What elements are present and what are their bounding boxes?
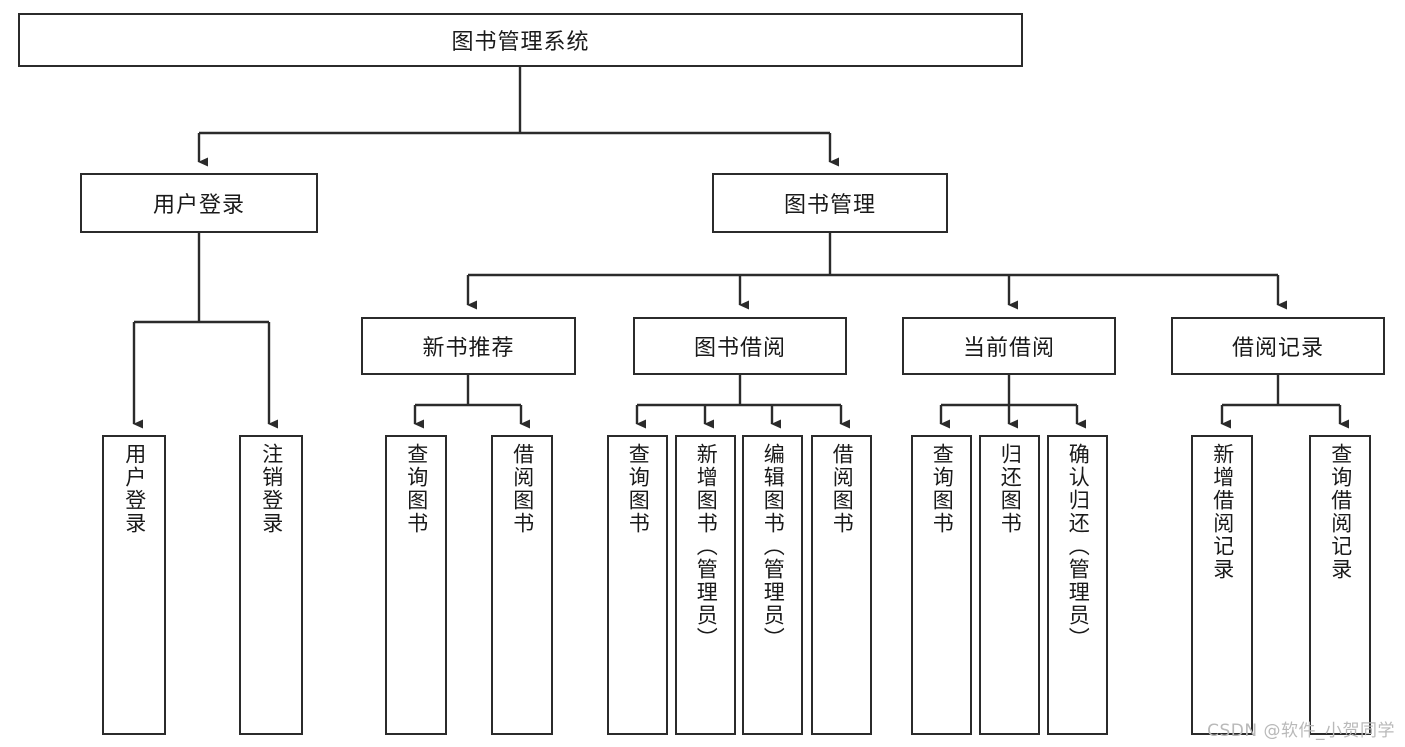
node-leaf-borrow-book-1-label: 借阅图书 bbox=[510, 443, 535, 535]
node-leaf-confirm-return[interactable]: 确认归还（管理员） bbox=[1047, 435, 1108, 735]
node-current-borrow[interactable]: 当前借阅 bbox=[902, 317, 1116, 375]
node-leaf-user-login[interactable]: 用户登录 bbox=[102, 435, 166, 735]
node-leaf-query-record-label: 查询借阅记录 bbox=[1328, 443, 1353, 581]
node-leaf-query-record[interactable]: 查询借阅记录 bbox=[1309, 435, 1371, 735]
node-leaf-add-record-label: 新增借阅记录 bbox=[1210, 443, 1235, 581]
node-leaf-query-book-2-label: 查询图书 bbox=[626, 443, 651, 535]
node-leaf-borrow-book-2-label: 借阅图书 bbox=[830, 443, 855, 535]
node-current-borrow-label: 当前借阅 bbox=[962, 336, 1055, 361]
node-leaf-query-book-3-label: 查询图书 bbox=[930, 443, 955, 535]
node-leaf-add-book-label: 新增图书（管理员） bbox=[694, 443, 719, 650]
node-new-book-recommend-label: 新书推荐 bbox=[422, 336, 515, 361]
node-leaf-query-book-3[interactable]: 查询图书 bbox=[911, 435, 972, 735]
node-leaf-query-book-1[interactable]: 查询图书 bbox=[385, 435, 447, 735]
node-book-management-label: 图书管理 bbox=[783, 193, 876, 218]
node-leaf-logout-login[interactable]: 注销登录 bbox=[239, 435, 303, 735]
node-leaf-edit-book[interactable]: 编辑图书（管理员） bbox=[742, 435, 803, 735]
node-user-login[interactable]: 用户登录 bbox=[80, 173, 318, 233]
node-book-borrow-label: 图书借阅 bbox=[693, 336, 786, 361]
node-root[interactable]: 图书管理系统 bbox=[18, 13, 1023, 67]
node-leaf-borrow-book-1[interactable]: 借阅图书 bbox=[491, 435, 553, 735]
node-leaf-confirm-return-label: 确认归还（管理员） bbox=[1066, 443, 1091, 650]
node-leaf-user-login-label: 用户登录 bbox=[122, 443, 147, 535]
node-leaf-return-book[interactable]: 归还图书 bbox=[979, 435, 1040, 735]
node-book-borrow[interactable]: 图书借阅 bbox=[633, 317, 847, 375]
node-borrow-record-label: 借阅记录 bbox=[1231, 336, 1324, 361]
node-leaf-add-record[interactable]: 新增借阅记录 bbox=[1191, 435, 1253, 735]
node-user-login-label: 用户登录 bbox=[152, 193, 245, 218]
node-leaf-add-book[interactable]: 新增图书（管理员） bbox=[675, 435, 736, 735]
csdn-watermark: CSDN @软件_小贺同学 bbox=[1207, 721, 1395, 741]
node-new-book-recommend[interactable]: 新书推荐 bbox=[361, 317, 576, 375]
node-leaf-return-book-label: 归还图书 bbox=[998, 443, 1023, 535]
node-leaf-logout-login-label: 注销登录 bbox=[259, 443, 284, 535]
node-root-label: 图书管理系统 bbox=[451, 30, 590, 55]
node-book-management[interactable]: 图书管理 bbox=[712, 173, 948, 233]
node-borrow-record[interactable]: 借阅记录 bbox=[1171, 317, 1385, 375]
node-leaf-borrow-book-2[interactable]: 借阅图书 bbox=[811, 435, 872, 735]
node-leaf-query-book-2[interactable]: 查询图书 bbox=[607, 435, 668, 735]
node-leaf-query-book-1-label: 查询图书 bbox=[404, 443, 429, 535]
node-leaf-edit-book-label: 编辑图书（管理员） bbox=[761, 443, 786, 650]
